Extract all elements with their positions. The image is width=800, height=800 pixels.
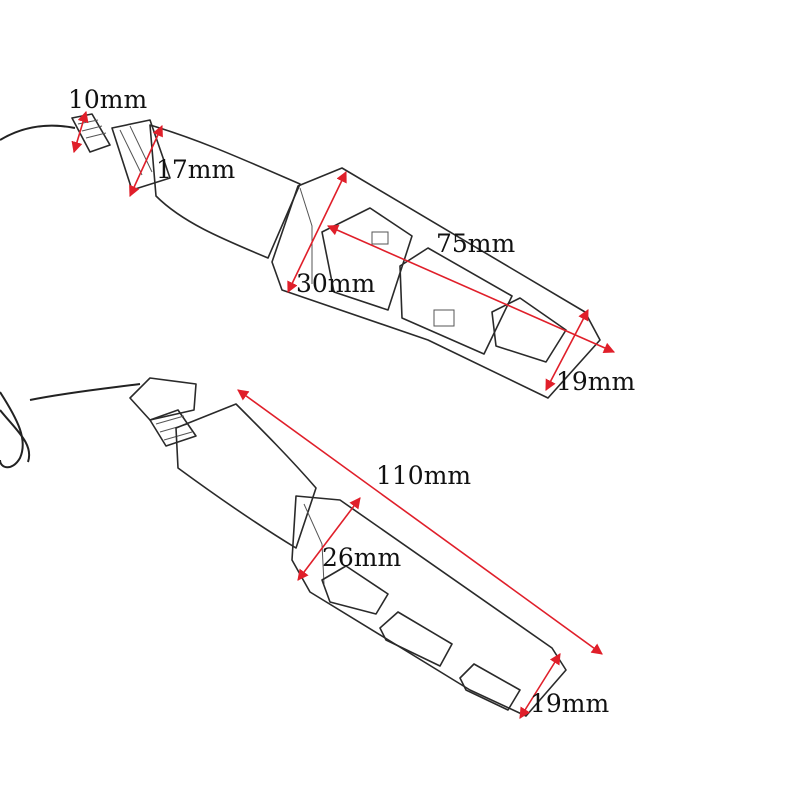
lower-dim-19mm-label: 19mm (530, 689, 610, 718)
upper-dim-10mm-label: 10mm (68, 85, 148, 114)
upper-dim-19mm-label: 19mm (556, 367, 636, 396)
lower-lens-1 (321, 565, 389, 615)
lower-turn-signal (0, 377, 567, 717)
upper-signal-cable (0, 124, 76, 141)
upper-stem (149, 124, 301, 259)
upper-dim-17mm-label: 17mm (156, 155, 236, 184)
upper-dim-75mm-label: 75mm (436, 229, 516, 258)
lower-lens-2 (379, 611, 453, 667)
lower-stem (175, 403, 317, 549)
lower-dim-110mm-line (237, 389, 603, 655)
lower-mounting-nut (129, 377, 197, 421)
upper-dimensions: 10mm 17mm 30mm 75mm 19mm (68, 85, 636, 396)
lower-dim-26mm-label: 26mm (322, 543, 402, 572)
lower-lens-3 (459, 663, 521, 711)
upper-lens-3 (491, 297, 567, 363)
lower-dim-110mm-label: 110mm (376, 461, 471, 490)
upper-dim-30mm-label: 30mm (296, 269, 376, 298)
lower-dim-19mm-line (519, 653, 561, 719)
upper-dim-17mm-line (129, 124, 163, 198)
lower-thread-stud (149, 409, 197, 447)
upper-dim-30mm-line (287, 170, 347, 294)
upper-mounting-nut (111, 119, 171, 191)
lower-dim-26mm-line (297, 497, 361, 581)
lower-dimensions: 110mm 26mm 19mm (237, 389, 610, 719)
upper-dim-10mm-line (71, 110, 89, 154)
upper-dim-19mm-line (545, 309, 589, 391)
lower-signal-cable (0, 391, 24, 469)
